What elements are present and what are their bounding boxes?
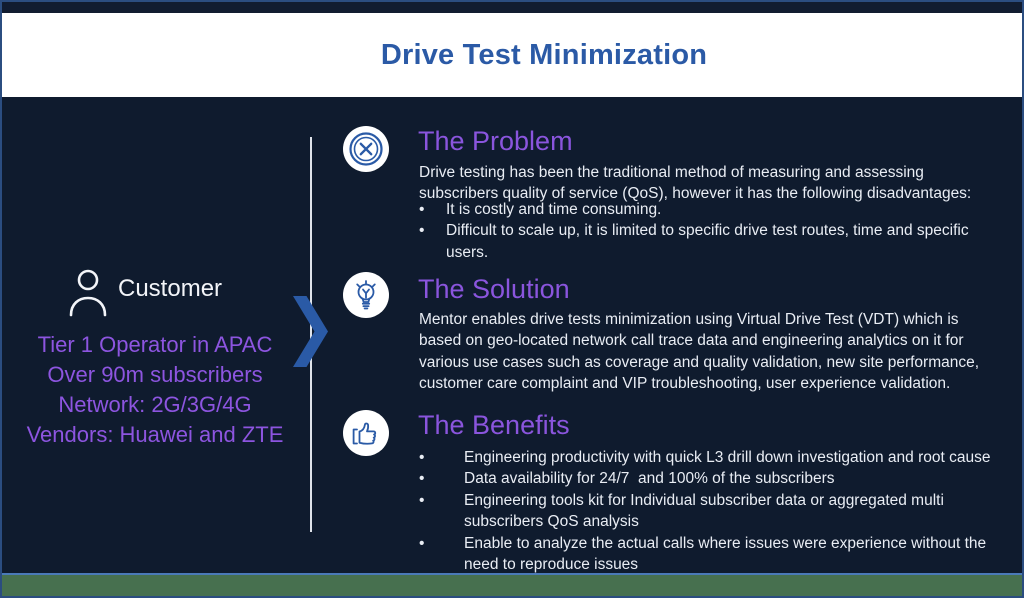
customer-label: Customer (118, 275, 223, 302)
bullet-icon (419, 220, 446, 263)
title-band: Drive Test Minimization (2, 13, 1022, 97)
slide-body: Customer Tier 1 Operator in APAC Over 90… (2, 97, 1022, 573)
solution-heading: The Solution (418, 274, 570, 304)
lightbulb-icon (343, 272, 389, 318)
bullet-icon (419, 199, 446, 220)
person-icon (68, 268, 108, 318)
problem-heading: The Problem (418, 126, 573, 156)
bullet-icon (419, 490, 464, 533)
problem-bullet-list: It is costly and time consuming. Difficu… (419, 199, 1019, 263)
footer-accent-line (2, 573, 1022, 575)
benefits-heading: The Benefits (418, 410, 570, 440)
slide-title: Drive Test Minimization (380, 39, 708, 71)
chevron-right-icon (293, 296, 328, 367)
problem-intro: Drive testing has been the traditional m… (419, 164, 972, 203)
bullet-icon (419, 533, 464, 576)
solution-intro: Mentor enables drive tests minimization … (419, 311, 980, 393)
footer-strip (2, 575, 1022, 596)
customer-details: Tier 1 Operator in APAC Over 90m subscri… (26, 332, 284, 447)
top-strip (2, 2, 1022, 13)
problem-bullet: Difficult to scale up, it is limited to … (419, 220, 1019, 263)
bullet-icon (419, 468, 464, 489)
benefits-bullet-list: Engineering productivity with quick L3 d… (419, 447, 1019, 575)
thumbs-up-icon (343, 410, 389, 456)
bullet-icon (419, 447, 464, 468)
circle-x-icon (343, 126, 389, 172)
benefits-bullet: Engineering tools kit for Individual sub… (419, 490, 1019, 533)
problem-bullet: It is costly and time consuming. (419, 199, 1019, 220)
benefits-bullet: Data availability for 24/7 and 100% of t… (419, 468, 1019, 489)
vertical-divider (310, 137, 312, 532)
benefits-bullet: Engineering productivity with quick L3 d… (419, 447, 1019, 468)
benefits-bullet: Enable to analyze the actual calls where… (419, 533, 1019, 576)
